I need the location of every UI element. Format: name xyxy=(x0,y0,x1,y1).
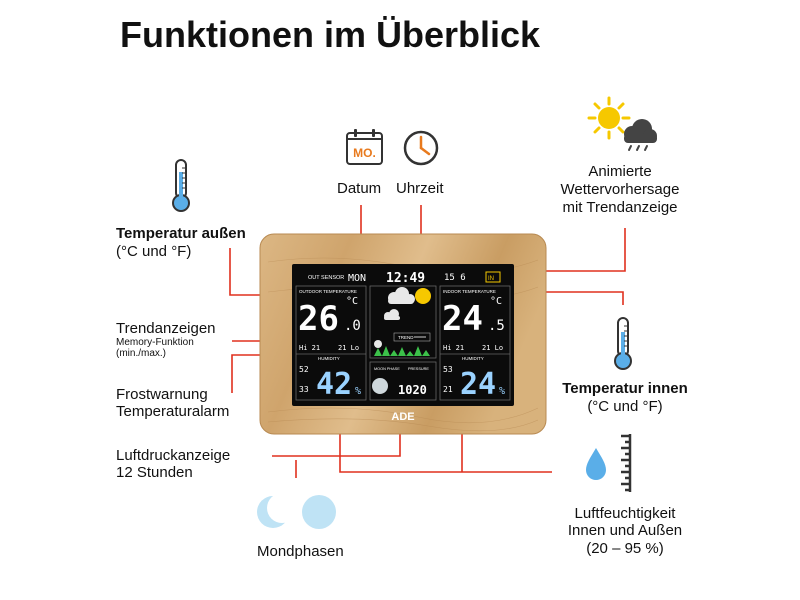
weather-station-device: OUT SENSOR MON 12:49 15 6 IN OUTDOOR TEM… xyxy=(259,233,547,435)
label-datum: Datum xyxy=(337,180,382,197)
page-title: Funktionen im Überblick xyxy=(120,14,541,55)
lcd-out-sensor: OUT SENSOR xyxy=(308,275,344,281)
label-wetter-3: mit Trendanzeige xyxy=(562,199,678,216)
lcd-pressure: 1020 xyxy=(398,383,427,397)
device-brand-logo: ADE xyxy=(391,411,414,423)
lcd-outdoor-hum-hi: 52 xyxy=(299,365,309,374)
label-temp-innen-2: (°C und °F) xyxy=(587,398,663,415)
label-trend-2: Memory-Funktion xyxy=(116,337,194,348)
lcd-indoor-dec: .5 xyxy=(488,318,505,334)
lcd-outdoor-lo: 21 Lo xyxy=(338,344,359,352)
thermometer-indoor-icon xyxy=(614,317,632,370)
lcd-outdoor-label: OUTDOOR TEMPERATURE xyxy=(299,289,357,294)
lcd-outdoor-unit: °C xyxy=(346,296,358,307)
label-feuchte-2: Innen und Außen xyxy=(567,522,683,539)
label-mondphasen: Mondphasen xyxy=(257,543,344,560)
lcd-indoor-lo: 21 Lo xyxy=(482,344,503,352)
lcd-time: 12:49 xyxy=(386,271,425,286)
label-frost-1: Frostwarnung xyxy=(116,386,208,403)
lcd-moon-label: MOON PHASE xyxy=(374,367,400,371)
lcd-indoor-hum: 24 xyxy=(460,367,496,402)
lcd-outdoor-hum-lo: 33 xyxy=(299,385,309,394)
label-feuchte-1: Luftfeuchtigkeit xyxy=(574,505,676,522)
lcd-in-badge: IN xyxy=(488,276,494,282)
label-wetter-1: Animierte xyxy=(588,163,652,180)
lcd-indoor-hum-label: HUMIDITY xyxy=(462,356,484,361)
label-luftdruck-2: 12 Stunden xyxy=(116,464,193,481)
lcd-trend: TREND xyxy=(398,335,414,340)
lcd-indoor-hum-unit: % xyxy=(499,386,505,397)
lcd-day: MON xyxy=(348,273,366,284)
lcd-outdoor-hi: Hi 21 xyxy=(299,344,320,352)
label-trend-3: (min./max.) xyxy=(116,348,166,359)
label-wetter-2: Wettervorhersage xyxy=(560,181,680,198)
lcd-indoor-temp: 24 xyxy=(442,299,483,339)
label-trend-1: Trendanzeigen xyxy=(116,320,216,337)
lcd-outdoor-temp: 26 xyxy=(298,299,339,339)
lcd-outdoor-hum-label: HUMIDITY xyxy=(318,356,340,361)
label-temp-innen-1: Temperatur innen xyxy=(562,380,688,397)
moon-phase-icon xyxy=(257,495,336,529)
calendar-icon-text: MO. xyxy=(353,146,376,160)
label-frost-2: Temperaturalarm xyxy=(116,403,230,420)
label-temp-aussen-2: (°C und °F) xyxy=(116,243,192,260)
label-temp-aussen-1: Temperatur außen xyxy=(116,225,246,242)
label-luftdruck-1: Luftdruckanzeige xyxy=(116,447,231,464)
label-feuchte-3: (20 – 95 %) xyxy=(586,540,664,557)
humidity-drop-icon xyxy=(586,434,632,492)
clock-icon xyxy=(403,130,439,166)
lcd-indoor-hum-hi: 53 xyxy=(443,365,453,374)
lcd-indoor-label: INDOOR TEMPERATURE xyxy=(443,289,496,294)
thermometer-outdoor-icon xyxy=(172,159,190,212)
lcd-outdoor-hum: 42 xyxy=(316,367,352,402)
label-uhrzeit: Uhrzeit xyxy=(396,180,444,197)
lcd-indoor-unit: °C xyxy=(490,296,502,307)
sun-rain-cloud-icon xyxy=(587,96,657,151)
lcd-indoor-hi: Hi 21 xyxy=(443,344,464,352)
lcd-date: 15 6 xyxy=(444,273,466,283)
lcd-indoor-hum-lo: 21 xyxy=(443,385,453,394)
lcd-outdoor-hum-unit: % xyxy=(355,386,361,397)
lcd-outdoor-dec: .0 xyxy=(344,318,361,334)
lcd-pressure-label: PRESSURE xyxy=(408,367,429,371)
calendar-icon: MO. xyxy=(346,129,383,165)
